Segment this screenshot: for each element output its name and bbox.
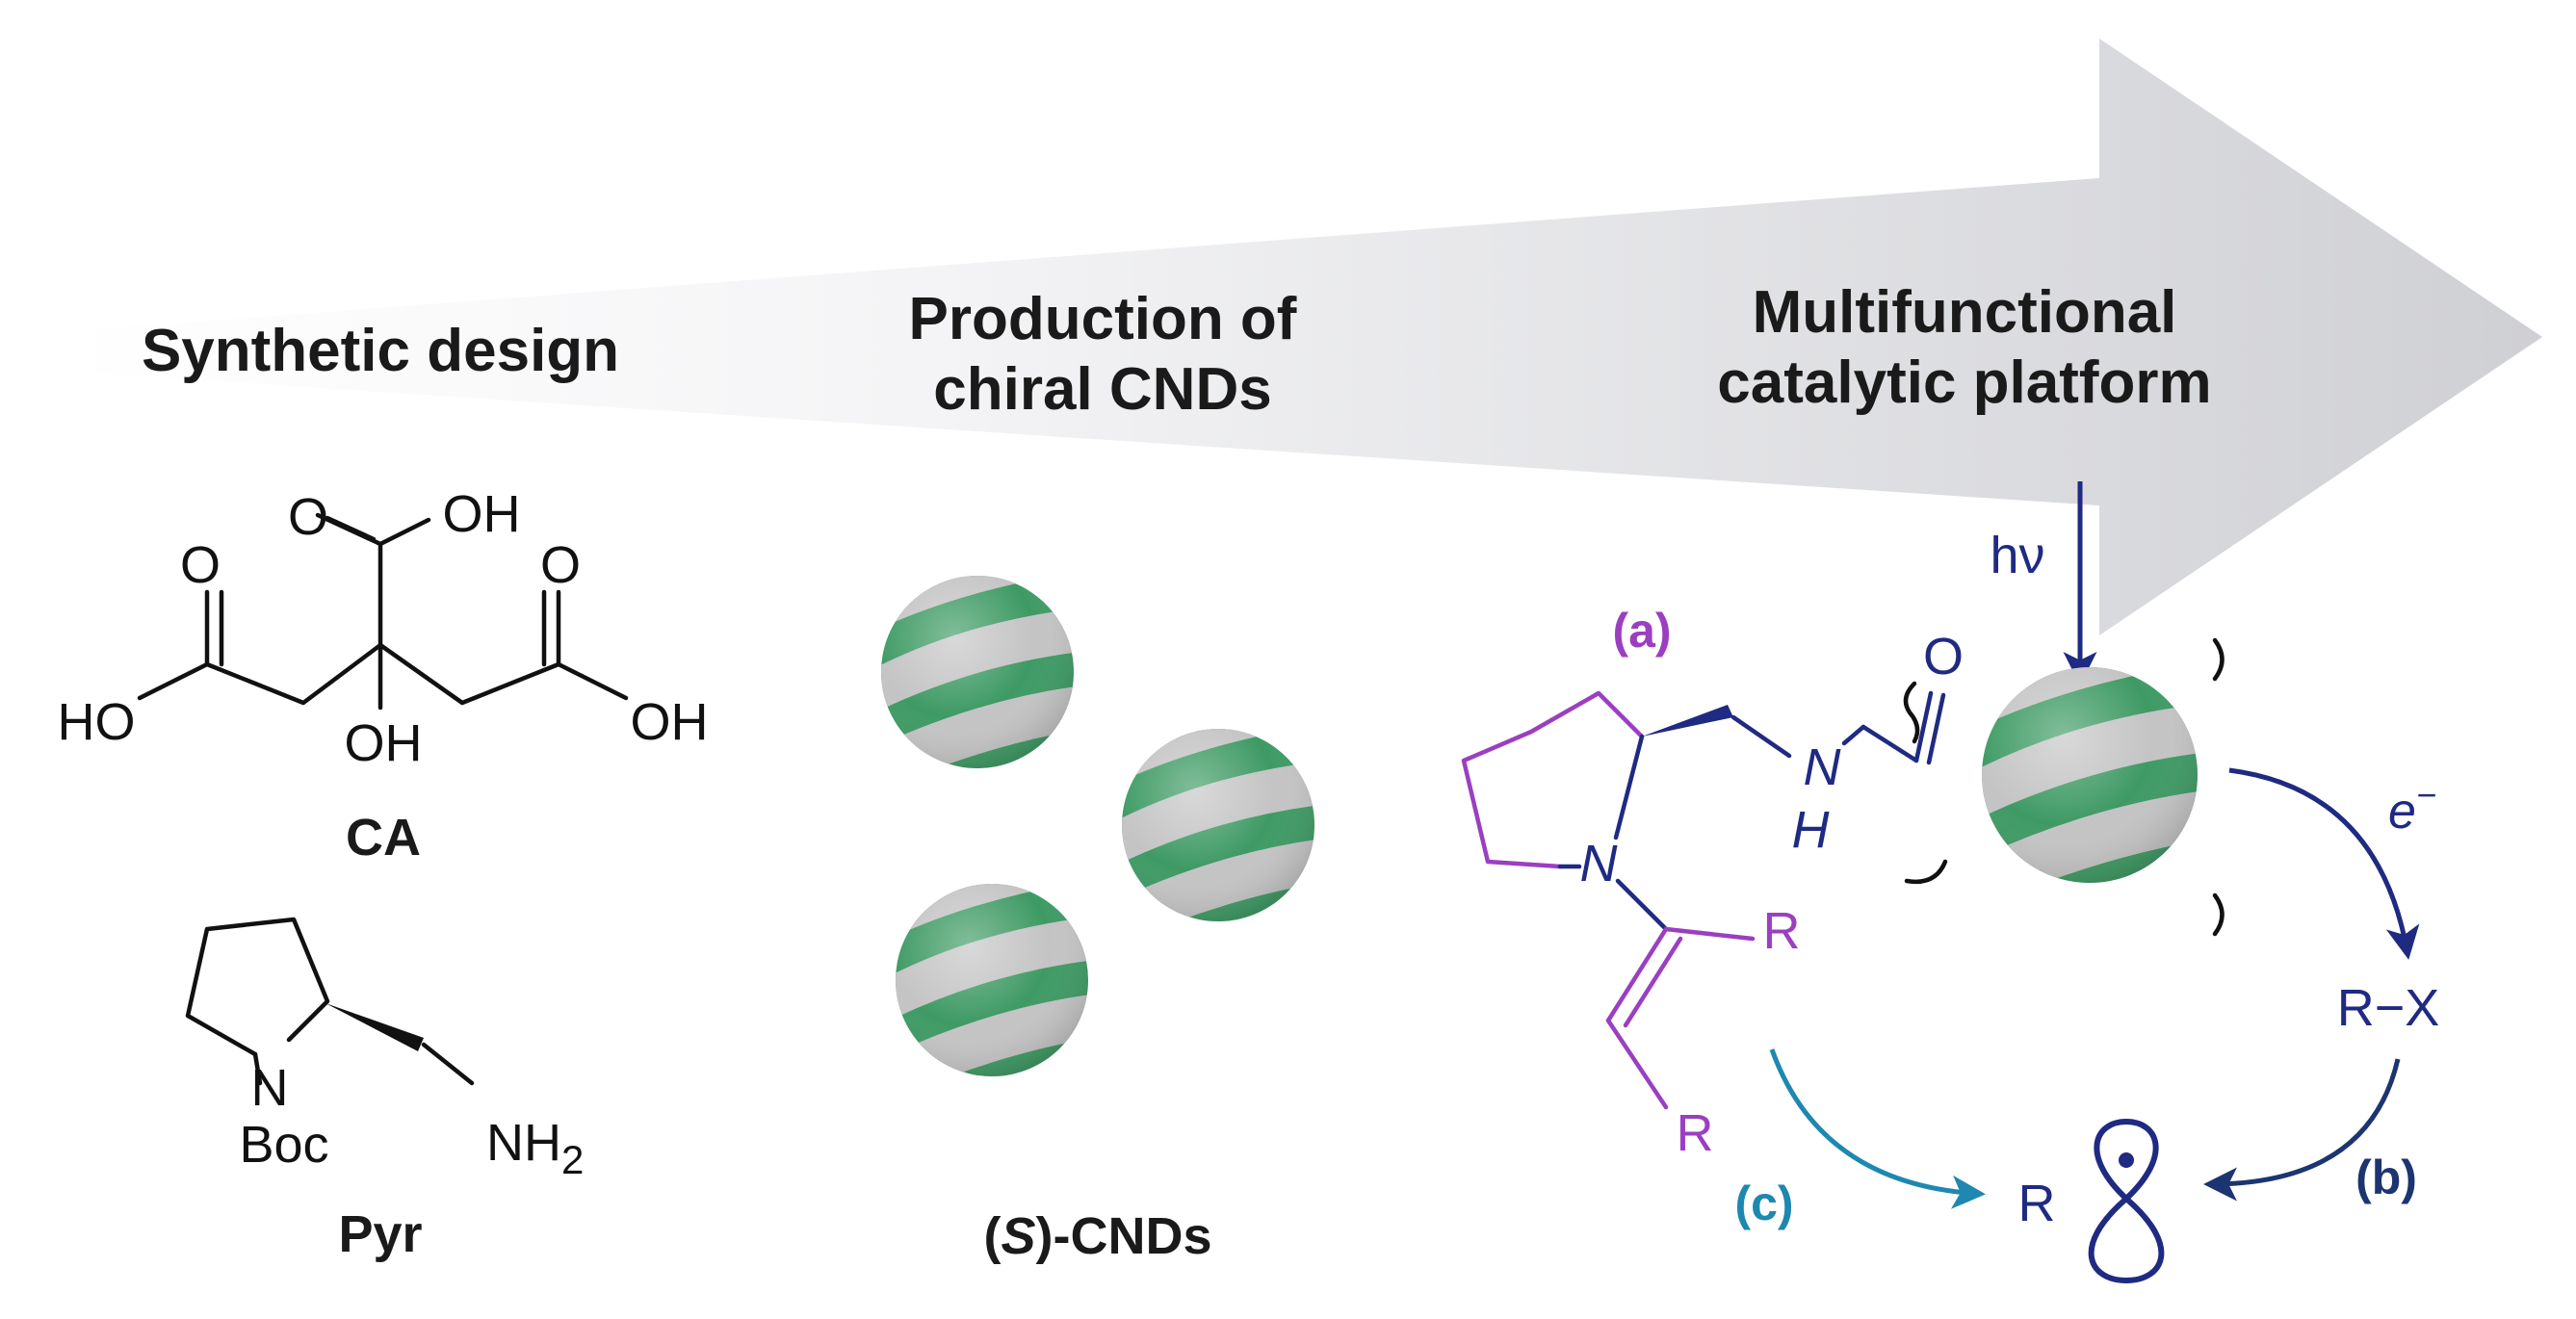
enamine-atom-n: N — [1580, 835, 1619, 892]
pyr-structure: N Boc NH2 — [185, 917, 584, 1182]
cnd-sphere-3 — [847, 836, 1136, 1192]
header-synthetic-design: Synthetic design — [142, 318, 619, 384]
label-a: (a) — [1612, 604, 1671, 658]
ca-atom-oh-center: OH — [345, 714, 423, 772]
ca-atom-oh-right: OH — [631, 693, 709, 751]
cnd-label: (S)-CNDs — [983, 1207, 1211, 1265]
cnd-sphere-2 — [1074, 681, 1363, 1037]
radical-r: R — [2018, 1175, 2056, 1232]
amide-linker: O N H — [1730, 628, 1964, 859]
header-production-line2: chiral CNDs — [933, 356, 1271, 423]
header-production-line1: Production of — [909, 286, 1297, 352]
label-c: (c) — [1734, 1177, 1793, 1230]
arrow-b — [2203, 1058, 2401, 1202]
ca-atom-o-right: O — [540, 536, 581, 594]
citric-acid-structure: O OH O HO OH O OH — [58, 485, 709, 772]
process-arrow — [58, 39, 2542, 635]
pyr-label: Pyr — [338, 1205, 422, 1263]
enamine-atom-r-top: R — [1763, 902, 1801, 960]
electron-label: e− — [2388, 775, 2436, 840]
electron-transfer-arrow — [2228, 767, 2420, 960]
pyr-atom-boc: Boc — [239, 1116, 328, 1174]
ca-atom-o-top: O — [288, 488, 328, 546]
amide-atom-o: O — [1923, 628, 1964, 685]
enamine-atom-r-bottom: R — [1677, 1104, 1714, 1162]
ca-atom-ho: HO — [58, 693, 136, 751]
pyr-atom-n: N — [251, 1059, 289, 1117]
arrow-c — [1769, 1048, 1986, 1209]
enamine-structure: N R R — [1461, 690, 1801, 1162]
header-platform-line2: catalytic platform — [1717, 349, 2211, 416]
amide-atom-h: H — [1792, 801, 1831, 859]
amide-atom-n: N — [1804, 738, 1842, 796]
pyr-atom-nh: NH2 — [486, 1114, 584, 1182]
platform-cnd-sphere — [1928, 613, 2251, 1012]
ca-atom-o-left: O — [180, 536, 221, 594]
rx-label: R−X — [2337, 979, 2440, 1037]
header-platform-line1: Multifunctional — [1753, 279, 2177, 346]
hv-label: hν — [1990, 527, 2044, 584]
ca-label: CA — [346, 809, 421, 866]
ca-atom-oh-top: OH — [443, 485, 521, 543]
cnd-sphere-1 — [833, 528, 1122, 884]
label-b: (b) — [2355, 1151, 2417, 1204]
ligand-squiggles — [1903, 637, 2225, 937]
p-orbital-icon — [2088, 1118, 2165, 1284]
